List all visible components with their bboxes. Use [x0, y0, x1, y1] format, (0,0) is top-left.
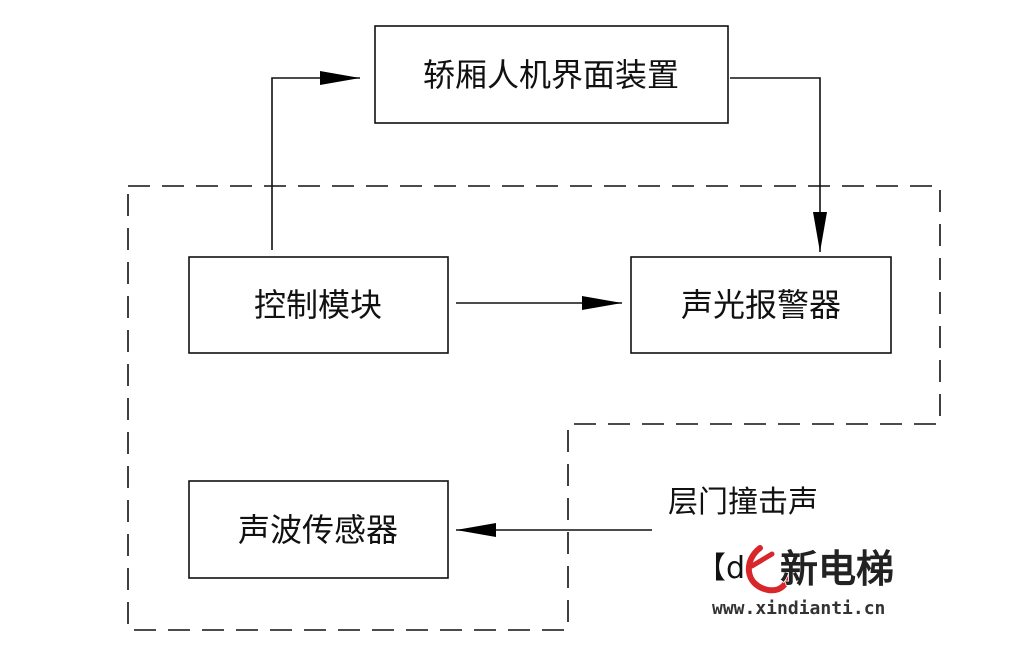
watermark-url: www.xindianti.cn — [712, 598, 885, 619]
box-sound-sensor-label: 声波传感器 — [238, 511, 398, 549]
watermark-bracket-text: 【d — [696, 551, 745, 586]
box-car-hmi-label: 轿厢人机界面装置 — [423, 56, 679, 94]
watermark-logo-icon — [745, 545, 790, 594]
box-control-module-label: 控制模块 — [254, 286, 382, 324]
door-impact-sound-label: 层门撞击声 — [668, 485, 818, 520]
watermark: 【d 新电梯 www.xindianti.cn — [696, 545, 895, 619]
box-alarm: 声光报警器 — [630, 256, 892, 354]
box-alarm-label: 声光报警器 — [681, 286, 841, 324]
box-sound-sensor: 声波传感器 — [188, 480, 449, 579]
box-control-module: 控制模块 — [188, 256, 449, 354]
arrow-control-to-hmi — [271, 71, 360, 250]
arrow-hmi-to-alarm — [730, 77, 827, 252]
box-car-hmi: 轿厢人机界面装置 — [374, 25, 729, 124]
watermark-brand: 新电梯 — [780, 547, 894, 591]
